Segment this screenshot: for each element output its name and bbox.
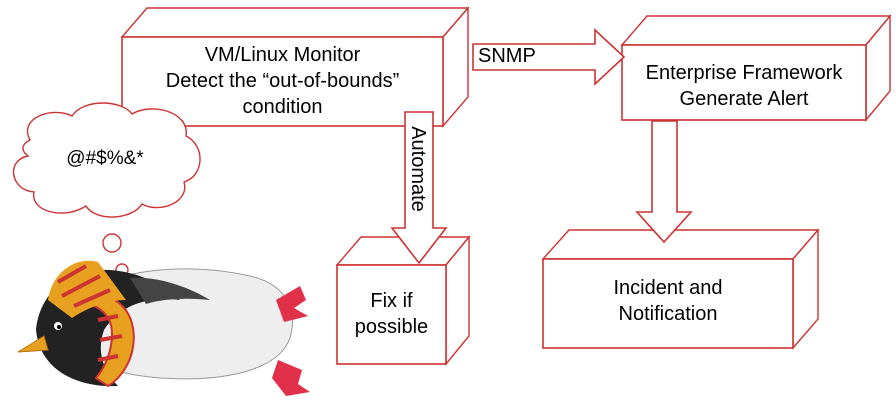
fix-line-2: possible [354,316,429,338]
fix-box-label: Fix if possible [337,288,446,340]
thought-text: @#$%&* [66,148,144,169]
automate-arrow [390,111,448,265]
snmp-label: SNMP [478,45,536,67]
monitor-box-label: VM/Linux Monitor Detect the “out-of-boun… [122,42,443,120]
framework-to-incident-arrow [635,120,693,244]
incident-box [541,228,820,350]
framework-line-2: Generate Alert [679,88,809,110]
fix-box [335,235,471,366]
incident-line-2: Notification [618,303,718,325]
automate-label: Automate [407,126,429,212]
framework-line-1: Enterprise Framework [645,62,843,84]
framework-box [620,14,892,122]
thought-cloud [12,102,201,292]
penguin-illustration [17,260,310,396]
monitor-box [120,6,470,128]
incident-box-label: Incident and Notification [543,275,793,327]
monitor-line-3: condition [242,96,323,118]
snmp-arrow [472,28,626,86]
framework-box-label: Enterprise Framework Generate Alert [622,60,866,112]
monitor-line-2: Detect the “out-of-bounds” [165,70,400,92]
fix-line-1: Fix if [370,290,413,312]
incident-line-1: Incident and [613,277,723,299]
monitor-line-1: VM/Linux Monitor [204,44,361,66]
